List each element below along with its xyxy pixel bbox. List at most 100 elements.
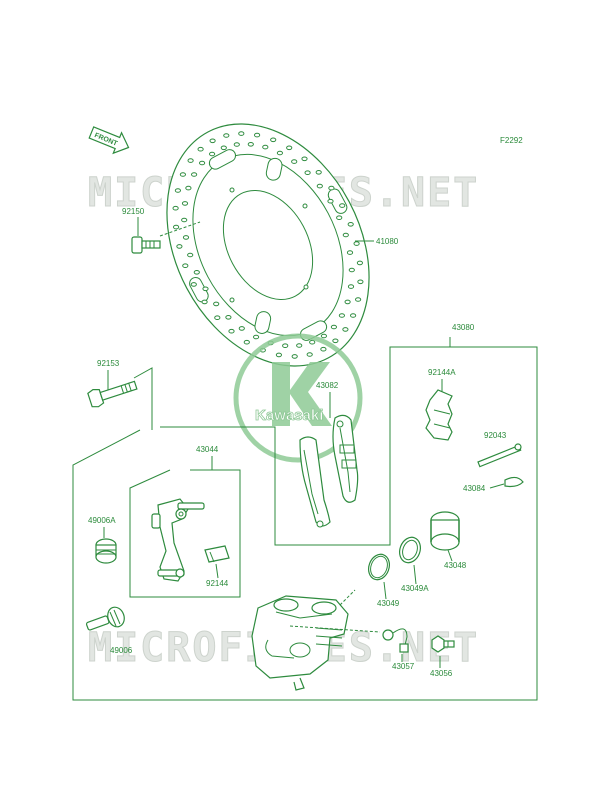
disc-hole [209,138,216,144]
disc-hole [347,284,355,289]
disc-hole [181,217,188,223]
disc-hole [185,185,192,191]
label-92150: 92150 [122,207,145,216]
label-92144A: 92144A [428,368,456,377]
disc-hole [181,201,189,206]
disc-hole [225,315,232,320]
disc-hole [247,142,254,147]
disc-hole [286,145,293,151]
label-43044: 43044 [196,445,219,454]
disc-hole [179,172,186,177]
disc-hole [320,346,327,352]
caliper-body [251,595,349,691]
disc-hole [270,137,277,143]
disc-hole [209,151,216,157]
disc-hole [330,324,337,330]
pad-pin-92043 [477,443,522,468]
logo-brand-text: Kawasaki [255,407,323,424]
disc-hole [338,313,345,318]
disc-hole [238,131,245,136]
disc-hole [355,297,362,302]
disc-hole [291,354,298,359]
brake-disc [166,123,370,367]
disc-hole [353,241,360,246]
bleed-cap-43057 [382,628,409,653]
disc-hole [243,339,250,345]
label-92144: 92144 [206,579,229,588]
disc-hole [344,299,351,305]
disc-hole [332,338,339,344]
disc-hole [346,250,354,255]
disc-hole [190,282,197,287]
diagram-code: F2292 [500,136,523,145]
disc-hole [228,328,235,334]
disc-hole [282,343,289,349]
disc-hole [275,352,282,358]
label-43080: 43080 [452,323,475,332]
spring-92144 [204,545,230,563]
clip-43084 [504,476,524,488]
disc-hole [328,185,335,191]
disc-hole [339,203,346,208]
label-49006A: 49006A [88,516,116,525]
disc-hole [316,183,323,189]
disc-hole [233,142,240,147]
disc-hole [191,172,198,177]
disc-hole [187,158,194,163]
label-41080: 41080 [376,237,399,246]
disc-hole [348,267,355,273]
kawasaki-logo: Kawasaki [233,333,363,463]
disc-hole [356,260,363,266]
disc-hole [291,159,298,164]
disc-hole [336,215,343,220]
disc-hole [304,170,311,175]
disc-hole [214,315,221,321]
seal-43049A [399,536,421,564]
disc-hole [306,352,313,357]
pad-spring-92144A [425,389,453,441]
disc-hole [296,343,303,348]
disc-hole [254,132,261,138]
disc-hole [301,156,308,162]
caliper-bracket [151,498,205,582]
disc-hole [276,150,283,156]
disc-bolt-92150 [131,236,161,254]
disc-hole [197,146,204,152]
disc-hole [187,252,194,258]
disc-hole [173,224,180,230]
disc-hole [193,270,200,275]
disc-hole [182,235,190,240]
disc-hole [262,144,269,150]
disc-hole [213,301,220,307]
disc-hole [253,334,260,340]
disc-hole [315,170,322,175]
disc-hole [347,222,354,227]
label-49006: 49006 [110,646,133,655]
disc-hole [202,286,209,292]
disc-hole [342,232,349,238]
disc-hole [327,198,334,204]
brake-pads [299,414,359,528]
label-43084: 43084 [463,484,486,493]
disc-hole [350,313,357,318]
disc-hole [199,160,206,166]
disc-hole [357,279,364,285]
front-arrow-icon: FRONT [88,126,130,155]
disc-hole [238,326,245,331]
disc-hole [220,145,227,151]
disc-hole [182,263,189,269]
disc-hole [342,327,349,332]
disc-hole [201,299,208,305]
boot-49006A [95,538,117,564]
label-43049A: 43049A [401,584,429,593]
label-92043: 92043 [484,431,507,440]
seal-43049 [368,553,390,581]
disc-hole [223,133,230,138]
piston-43048 [430,511,460,551]
label-43082: 43082 [316,381,339,390]
label-92153: 92153 [97,359,120,368]
label-43056: 43056 [430,669,453,678]
disc-hole [172,205,179,211]
caliper-bolt-92153 [87,380,138,408]
